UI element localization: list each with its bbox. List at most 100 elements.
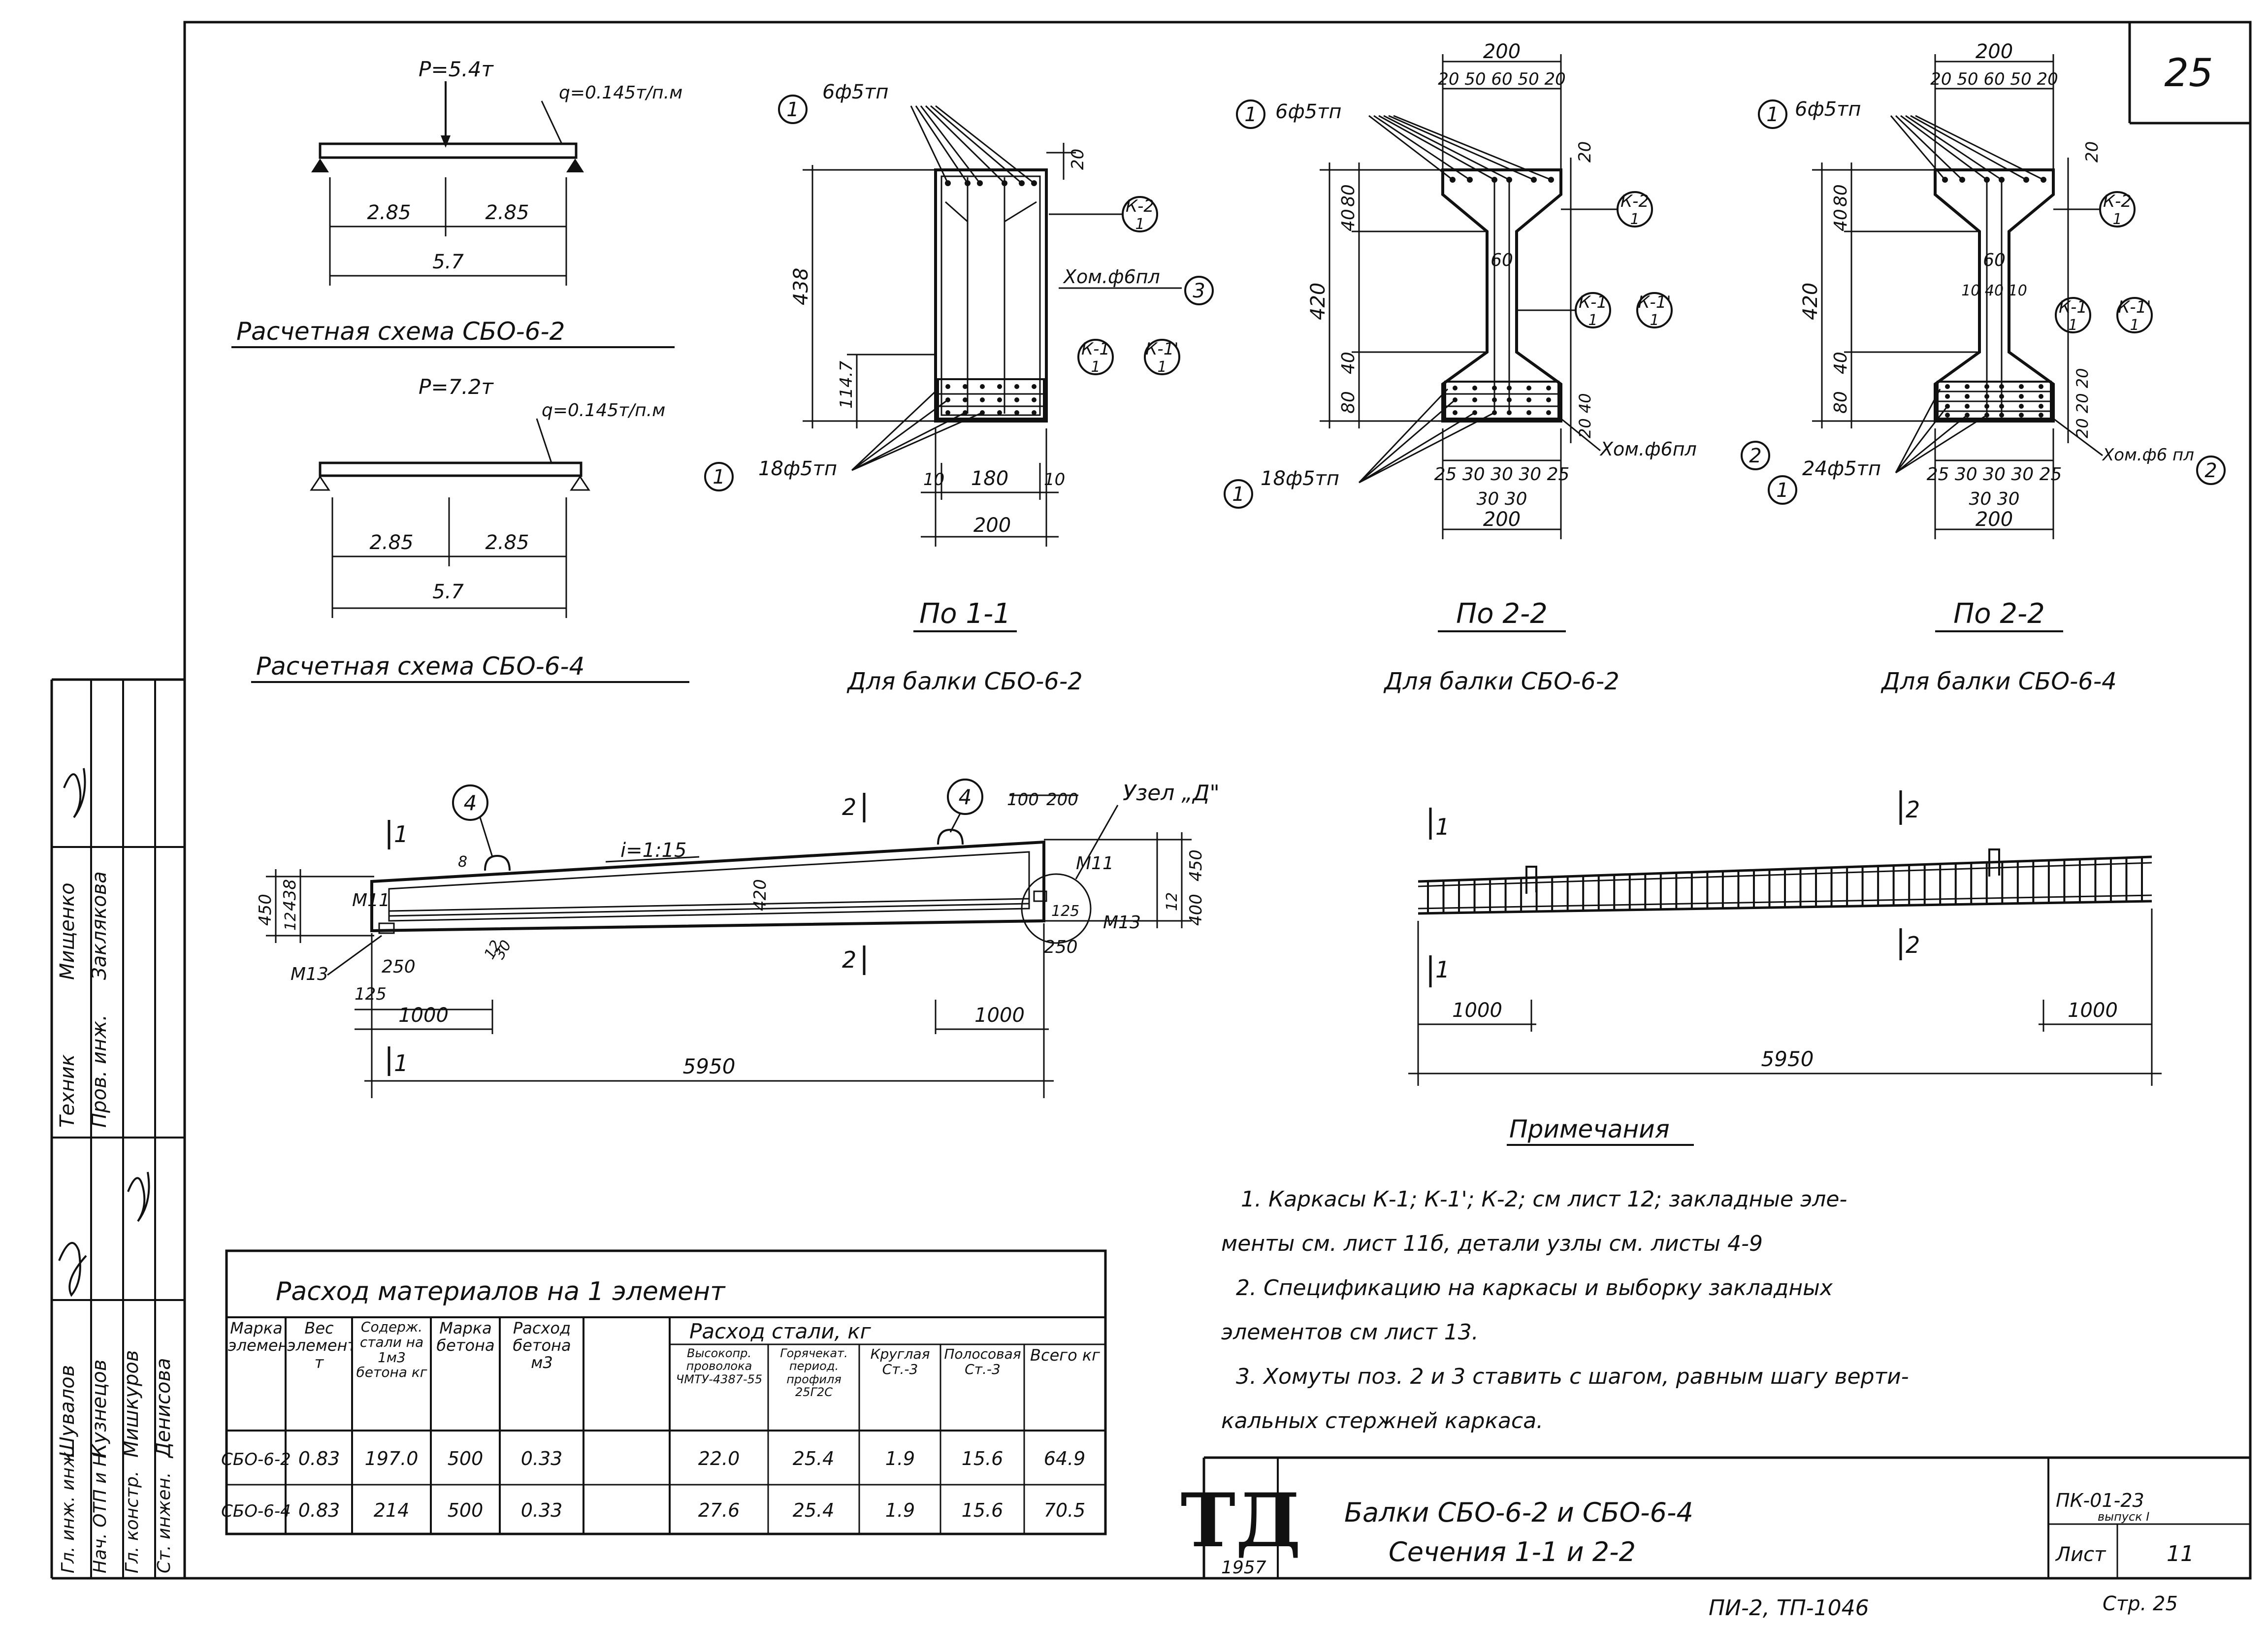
elev-h-mid: 420 xyxy=(750,879,770,911)
section22b-dim-web2: 10 40 10 xyxy=(1961,282,2027,299)
notes-line-2: менты см. лист 11б, детали узлы см. лист… xyxy=(1221,1231,1763,1256)
sign-name-6: Мищенко xyxy=(56,882,79,980)
table-h-steel: Расход стали, кг xyxy=(689,1319,872,1343)
scheme2-q: q=0.145т/п.м xyxy=(542,400,665,421)
section22a-cage-top-one: 1 xyxy=(1630,211,1639,228)
page-number: 25 xyxy=(2164,51,2213,96)
table-cell: СБО-6-2 xyxy=(221,1450,291,1469)
section22a-dim-top-width: 200 xyxy=(1483,40,1521,63)
table-h-volume: Расход бетона м3 xyxy=(513,1320,571,1372)
elev-dim-125: 125 xyxy=(355,984,387,1004)
elev-dim-1000: 1000 xyxy=(398,1004,449,1027)
table-cell: 1.9 xyxy=(885,1448,915,1469)
section11-stirrup: Хом.ф6пл xyxy=(1063,266,1160,288)
tb-code: ПК-01-23 xyxy=(2056,1490,2144,1511)
section22b-stirrup: Хом.ф6 пл xyxy=(2102,445,2194,465)
table-h-strip: Полосовая Ст.-3 xyxy=(944,1347,1021,1377)
elev-dim-100: 100 xyxy=(1007,790,1039,810)
elev-dim-200: 200 xyxy=(1046,790,1078,810)
section11-dim-bottom: 114.7 xyxy=(837,360,856,409)
elev-cut2-bot: 2 xyxy=(842,946,856,973)
elev-h-right3: 12 xyxy=(1164,892,1181,911)
section22b-dim-bot-parts2: 30 30 xyxy=(1969,489,2019,509)
section22b-top-bars xyxy=(1942,177,2046,183)
table-row: СБО-6-2 0.83 197.0 500 0.33 22.0 25.4 1.… xyxy=(221,1448,1085,1469)
section22a-caption: Для балки СБО-6-2 xyxy=(1383,668,1619,695)
cage-cut2-bot: 2 xyxy=(1906,932,1920,958)
section22a-cage-mid-one: 1 xyxy=(1588,312,1597,329)
scheme1-title: Расчетная схема СБО-6-2 xyxy=(236,317,565,346)
section22a-cage-mid: К-1 xyxy=(1579,293,1607,312)
section22b-bottom-bars xyxy=(1945,384,2043,418)
section11-title: По 1-1 xyxy=(919,598,1011,630)
sign-role-3: Гл. констр. xyxy=(122,1471,142,1573)
table-cell: 15.6 xyxy=(962,1448,1004,1469)
elev-m11-left: М11 xyxy=(352,890,390,911)
section22b-dim-flange-top: 80 xyxy=(1831,184,1851,207)
section11-dim-side-r: 10 xyxy=(1044,470,1065,489)
section11-bottom-bars xyxy=(945,384,1037,415)
elev-pos4-right: 4 xyxy=(959,785,972,809)
cage-view: 1 1 2 2 1000 1000 5950 xyxy=(1408,790,2162,1086)
section22a-dim-web: 60 xyxy=(1490,250,1513,270)
notes-line-6: кальных стержней каркаса. xyxy=(1221,1408,1543,1433)
cage-cut1-bot: 1 xyxy=(1435,956,1450,983)
section22b-caption: Для балки СБО-6-4 xyxy=(1880,668,2116,695)
table-cell: 0.33 xyxy=(521,1448,563,1469)
section22a-bottom-bars xyxy=(1453,386,1551,415)
table-cell: 0.83 xyxy=(298,1499,340,1521)
cage-dim-total: 5950 xyxy=(1761,1047,1814,1071)
section11-dim-width: 200 xyxy=(973,514,1011,537)
elev-dim-250: 250 xyxy=(382,957,416,977)
section22b-cage-mid-one: 1 xyxy=(2068,317,2077,334)
signature-strip xyxy=(52,680,185,1578)
cage-dim-1000: 1000 xyxy=(1452,999,1502,1022)
signature-scribble-1 xyxy=(58,1242,87,1297)
section22b-dim-height: 420 xyxy=(1799,283,1822,320)
table-h-total: Всего кг xyxy=(1030,1347,1100,1365)
table-cell: СБО-6-4 xyxy=(221,1501,291,1521)
sheet-frame xyxy=(50,21,2252,1580)
section11-dim-side-l: 10 xyxy=(923,470,944,489)
section22a-dim-flange-top: 80 xyxy=(1338,184,1359,207)
notes-line-5: 3. Хомуты поз. 2 и 3 ставить с шагом, ра… xyxy=(1236,1364,1909,1389)
section11-cage-mid2-one: 1 xyxy=(1157,358,1166,376)
section22b-pos2: 2 xyxy=(2204,459,2217,482)
section11-cage-mid-one: 1 xyxy=(1091,358,1100,376)
section22a-cage-mid2-one: 1 xyxy=(1650,312,1659,329)
notes-line-1: 1. Каркасы К-1; К-1'; К-2; см лист 12; з… xyxy=(1241,1187,1847,1212)
sign-role-5: Пров. инж. xyxy=(88,1014,111,1128)
elev-m11-right: М11 xyxy=(1076,853,1114,874)
section22b-dim-top-parts: 20 50 60 50 20 xyxy=(1930,69,2058,89)
elev-node: Узел „Д" xyxy=(1123,781,1220,806)
sign-name-1: Шувалов xyxy=(56,1365,79,1458)
table-cell: 0.33 xyxy=(521,1499,563,1521)
scheme2-span-a: 2.85 xyxy=(369,531,413,554)
section22b-dim-width: 200 xyxy=(1976,508,2013,531)
section22b-cage-mid2: К-1' xyxy=(2118,297,2151,317)
section22a-pos1-bot: 1 xyxy=(1232,483,1244,506)
section22b-dim-right: 20 20 20 xyxy=(2073,368,2092,439)
scheme-2: P=7.2т q=0.145т/п.м 2.85 2.85 5.7 Расчет… xyxy=(251,375,689,683)
section22a-dim-flange-bot: 80 xyxy=(1338,391,1359,414)
table-h-wire: Высокопр. проволока ЧМТУ-4387-55 xyxy=(676,1347,763,1386)
section11-caption: Для балки СБО-6-2 xyxy=(846,668,1082,695)
cage-dim-1000r: 1000 xyxy=(2068,999,2118,1022)
scheme1-load: P=5.4т xyxy=(419,57,494,81)
sign-name-5: Заклякова xyxy=(88,871,111,980)
section22b-dim-flange-bot2: 40 xyxy=(1831,352,1851,374)
elev-dim-total: 5950 xyxy=(683,1054,736,1078)
section22a-top-bars-label: 6ф5тп xyxy=(1275,100,1342,123)
table-h-mark: Марка элемента xyxy=(228,1320,285,1355)
table-cell: 25.4 xyxy=(793,1448,835,1469)
table-h-content: Содерж. стали на 1м3 бетона кг xyxy=(356,1320,427,1381)
section22b-cage-mid: К-1 xyxy=(2059,297,2087,317)
section22b-cage-top-one: 1 xyxy=(2112,211,2122,228)
table-cell: 500 xyxy=(448,1499,484,1521)
section22b-bottom-bars-label: 24ф5тп xyxy=(1802,457,1881,480)
section22b-pos1-bot: 1 xyxy=(1776,479,1788,502)
stamp-code: ПИ-2, ТП-1046 xyxy=(1709,1595,1869,1621)
notes-line-3: 2. Спецификацию на каркасы и выборку зак… xyxy=(1236,1275,1833,1301)
table-h-concrete: Марка бетона xyxy=(436,1320,495,1355)
